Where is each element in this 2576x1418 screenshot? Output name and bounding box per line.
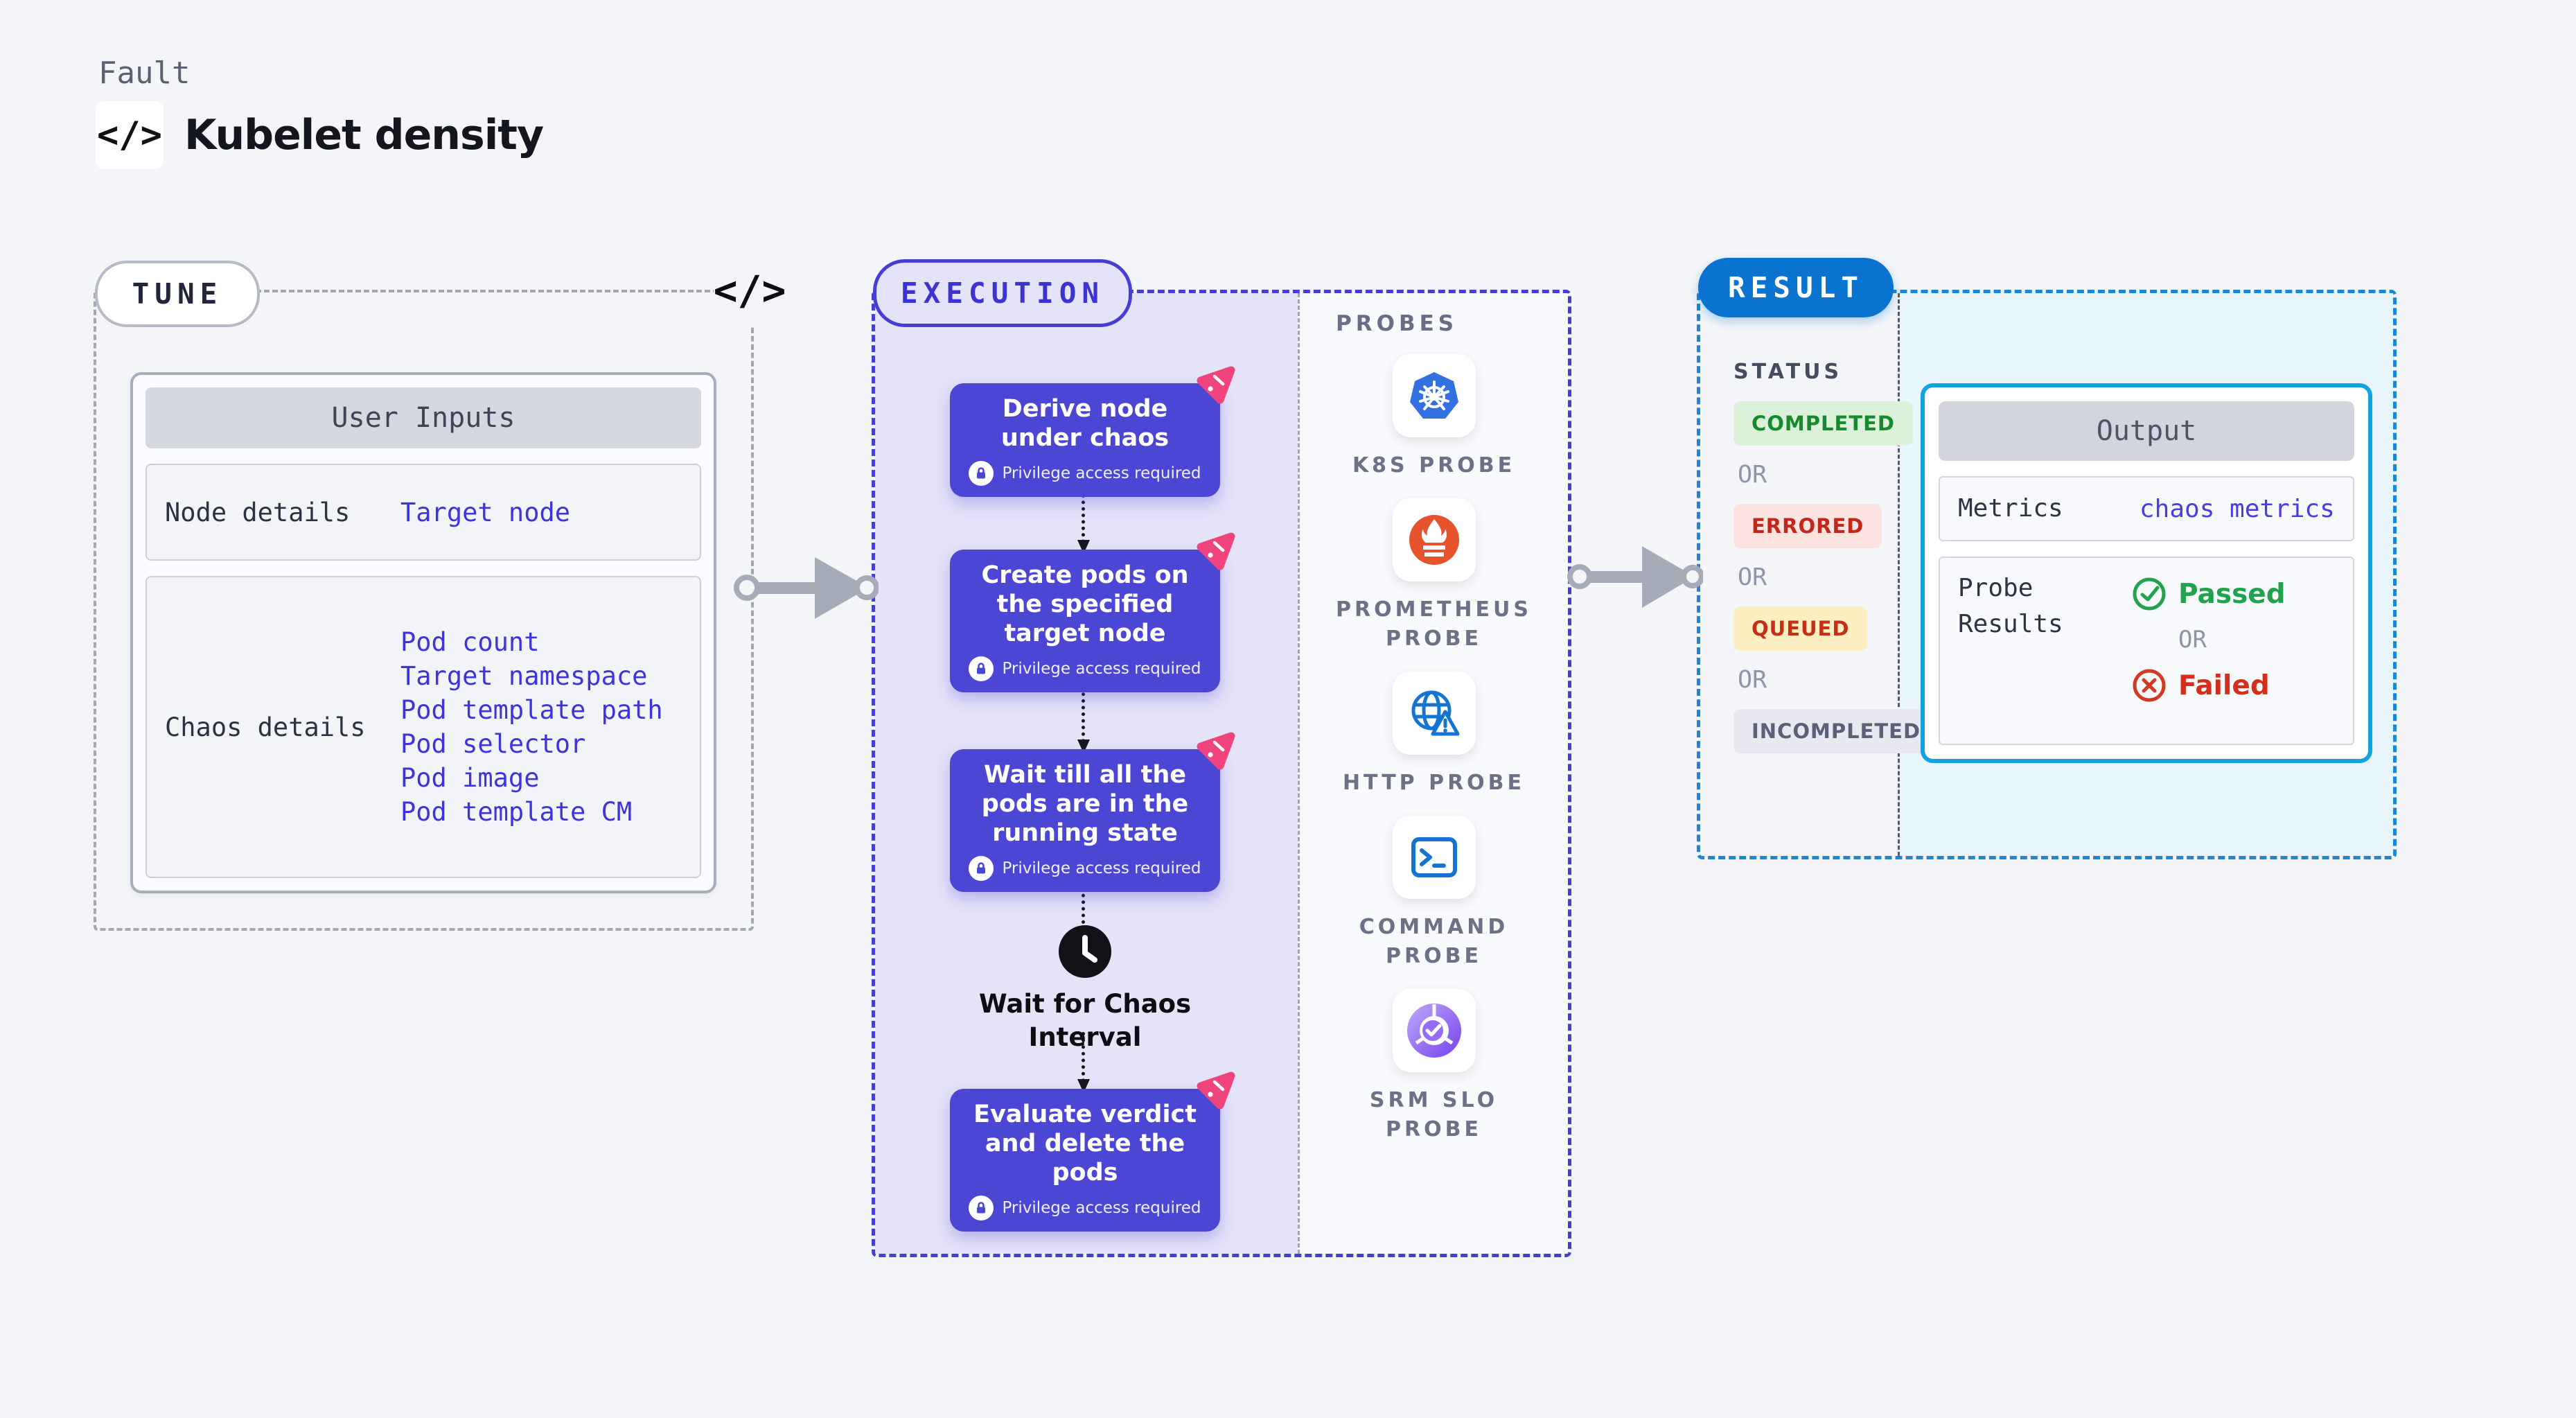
input-link-pod-template-cm[interactable]: Pod template CM	[400, 797, 633, 827]
status-badge: ERRORED	[1733, 504, 1882, 548]
metrics-link[interactable]: chaos metrics	[2140, 494, 2335, 523]
privilege-label: Privilege access required	[1002, 660, 1201, 678]
list-item: PROMETHEUS PROBE	[1330, 498, 1538, 654]
lock-icon	[969, 461, 994, 486]
input-link-pod-selector[interactable]: Pod selector	[400, 729, 586, 759]
row-label: Node details	[165, 497, 351, 527]
output-card: Output Metrics chaos metrics Probe Resul…	[1921, 383, 2372, 763]
lock-icon	[969, 1196, 994, 1220]
http-globe-icon	[1392, 672, 1476, 755]
probe-name: HTTP PROBE	[1342, 771, 1526, 795]
input-link-target-namespace[interactable]: Target namespace	[400, 661, 648, 691]
execution-step: Wait till all the pods are in the runnin…	[950, 732, 1235, 892]
code-icon: </>	[714, 255, 786, 326]
user-inputs-header: User Inputs	[145, 387, 701, 448]
input-link-pod-template-path[interactable]: Pod template path	[400, 695, 663, 725]
list-item: COMMAND PROBE	[1330, 816, 1538, 971]
input-link-target-node[interactable]: Target node	[400, 497, 571, 527]
flow-arrow-icon	[1567, 546, 1703, 608]
step-connector	[1077, 494, 1090, 554]
status-badge: INCOMPLETED	[1733, 709, 1939, 753]
status-badge: COMPLETED	[1733, 401, 1914, 446]
step-title: Wait till all the pods are in the runnin…	[981, 761, 1189, 847]
or-separator: OR	[2178, 626, 2207, 654]
privilege-label: Privilege access required	[1002, 859, 1201, 877]
flow-arrow-icon	[734, 557, 879, 619]
execution-section-box: Derive node under chaos Privilege access…	[872, 290, 1571, 1257]
list-item: K8S PROBE	[1330, 354, 1538, 480]
output-header: Output	[1939, 401, 2354, 461]
tune-section-box	[94, 290, 754, 931]
table-row: Chaos details Pod count Target namespace…	[145, 576, 701, 878]
row-label: Probe Results	[1958, 574, 2063, 639]
status-list: COMPLETED OR ERRORED OR QUEUED OR INCOMP…	[1733, 401, 1939, 753]
probes-panel: PROBES	[1298, 293, 1568, 1254]
kubernetes-icon	[1392, 354, 1476, 437]
probe-name: PROMETHEUS PROBE	[1336, 597, 1532, 651]
execution-pill: EXECUTION	[873, 259, 1132, 327]
lock-icon	[969, 856, 994, 881]
slo-donut-icon	[1392, 989, 1476, 1072]
page-header: </> Kubelet density	[96, 101, 544, 169]
chaos-icon	[1197, 1071, 1235, 1110]
result-section-box: STATUS COMPLETED OR ERRORED OR QUEUED OR…	[1697, 290, 2397, 859]
chaos-icon	[1197, 732, 1235, 770]
probe-name: K8S PROBE	[1352, 453, 1516, 478]
prometheus-icon	[1392, 498, 1476, 581]
step-title: Create pods on the specified target node	[981, 561, 1189, 647]
step-title: Evaluate verdict and delete the pods	[973, 1101, 1197, 1187]
or-separator: OR	[1738, 461, 1767, 489]
step-title: Derive node under chaos	[1000, 395, 1170, 452]
or-separator: OR	[1738, 563, 1767, 591]
table-row: Metrics chaos metrics	[1939, 476, 2354, 541]
status-label: STATUS	[1733, 360, 1843, 384]
wait-for-chaos-interval: Wait for Chaos Interval	[957, 925, 1213, 1054]
step-connector	[1082, 874, 1085, 924]
status-badge: QUEUED	[1733, 606, 1868, 651]
page-title: Kubelet density	[184, 111, 544, 159]
tune-pill: TUNE	[95, 261, 260, 327]
probes-label: PROBES	[1336, 311, 1458, 336]
passed-label: Passed	[2178, 578, 2286, 610]
check-circle-icon	[2133, 577, 2166, 611]
code-icon: </>	[96, 101, 164, 169]
user-inputs-card: User Inputs Node details Target node Cha…	[130, 372, 716, 893]
execution-step: Create pods on the specified target node…	[950, 532, 1235, 692]
or-separator: OR	[1738, 666, 1767, 694]
result-pill: RESULT	[1698, 258, 1894, 317]
execution-step: Evaluate verdict and delete the pods Pri…	[950, 1071, 1235, 1232]
failed-label: Failed	[2178, 669, 2270, 701]
probe-name: SRM SLO PROBE	[1369, 1088, 1499, 1141]
list-item: HTTP PROBE	[1330, 672, 1538, 798]
probe-name: COMMAND PROBE	[1359, 915, 1509, 968]
privilege-label: Privilege access required	[1002, 1199, 1201, 1217]
chaos-icon	[1197, 532, 1235, 570]
chaos-icon	[1197, 366, 1235, 404]
input-link-pod-count[interactable]: Pod count	[400, 627, 540, 657]
row-label: Metrics	[1958, 493, 2063, 523]
terminal-icon	[1392, 816, 1476, 899]
list-item: SRM SLO PROBE	[1330, 989, 1538, 1144]
lock-icon	[969, 656, 994, 681]
table-row: Node details Target node	[145, 464, 701, 561]
input-link-pod-image[interactable]: Pod image	[400, 763, 540, 793]
table-row: Probe Results Passed OR	[1939, 557, 2354, 745]
x-circle-icon	[2133, 669, 2166, 702]
row-label: Chaos details	[165, 712, 366, 742]
privilege-label: Privilege access required	[1002, 464, 1201, 482]
wait-label: Wait for Chaos Interval	[978, 989, 1192, 1053]
clock-icon	[1059, 925, 1111, 978]
execution-step: Derive node under chaos Privilege access…	[950, 366, 1235, 497]
fault-eyebrow: Fault	[98, 55, 191, 91]
